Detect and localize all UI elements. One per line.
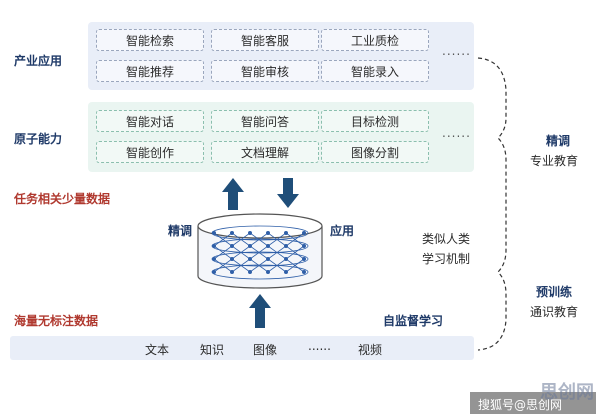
- apply-label: 应用: [330, 224, 355, 238]
- right-bracket: [477, 57, 507, 351]
- industry-tile-2: 智能客服: [211, 29, 319, 51]
- industry-layer-label: 产业应用: [14, 54, 63, 68]
- unlabeled-data-label: 海量无标注数据: [14, 314, 99, 328]
- industry-more: ......: [442, 44, 471, 58]
- watermark-logo: 思创网: [540, 382, 594, 403]
- finetune-title: 精调: [546, 134, 571, 148]
- atomic-tile-6: 图像分割: [321, 141, 429, 163]
- atomic-tile-1: 智能对话: [96, 110, 204, 132]
- atomic-layer-label: 原子能力: [14, 132, 63, 146]
- analogy-line-1: 类似人类: [422, 232, 471, 246]
- atomic-tile-5: 文档理解: [211, 141, 319, 163]
- task-data-label: 任务相关少量数据: [14, 192, 111, 206]
- model-diagram: [197, 178, 323, 328]
- industry-tile-6: 智能录入: [321, 60, 429, 82]
- watermark-bar: [470, 392, 596, 414]
- pretrain-subtitle: 通识教育: [530, 305, 579, 319]
- data-item-text: 文本: [145, 343, 170, 357]
- watermark-text: 搜狐号@思创网: [478, 398, 563, 412]
- industry-tile-1: 智能检索: [96, 29, 204, 51]
- pretrain-title: 预训练: [536, 285, 573, 299]
- self-supervised-label: 自监督学习: [383, 314, 444, 328]
- data-item-knowledge: 知识: [200, 343, 225, 357]
- industry-panel: 智能检索 智能客服 工业质检 智能推荐 智能审核 智能录入 ......: [88, 22, 474, 90]
- data-item-more: ......: [308, 339, 331, 353]
- pretrain-up-arrow-icon: [249, 294, 271, 328]
- atomic-tile-3: 目标检测: [321, 110, 429, 132]
- atomic-tile-2: 智能问答: [211, 110, 319, 132]
- industry-tile-3: 工业质检: [321, 29, 429, 51]
- down-arrow-icon: [277, 178, 299, 208]
- industry-tile-4: 智能推荐: [96, 60, 204, 82]
- atomic-panel: 智能对话 智能问答 目标检测 智能创作 文档理解 图像分割 ......: [88, 102, 474, 172]
- data-item-image: 图像: [253, 343, 278, 357]
- data-item-video: 视频: [358, 343, 383, 357]
- data-bar: 文本 知识 图像 ...... 视频: [10, 336, 474, 360]
- analogy-line-2: 学习机制: [422, 252, 471, 266]
- atomic-tile-4: 智能创作: [96, 141, 204, 163]
- atomic-more: ......: [442, 126, 471, 140]
- industry-tile-5: 智能审核: [211, 60, 319, 82]
- up-arrow-icon: [222, 178, 244, 210]
- finetune-subtitle: 专业教育: [530, 154, 579, 168]
- finetune-label: 精调: [168, 224, 193, 238]
- model-cylinder: [197, 213, 323, 289]
